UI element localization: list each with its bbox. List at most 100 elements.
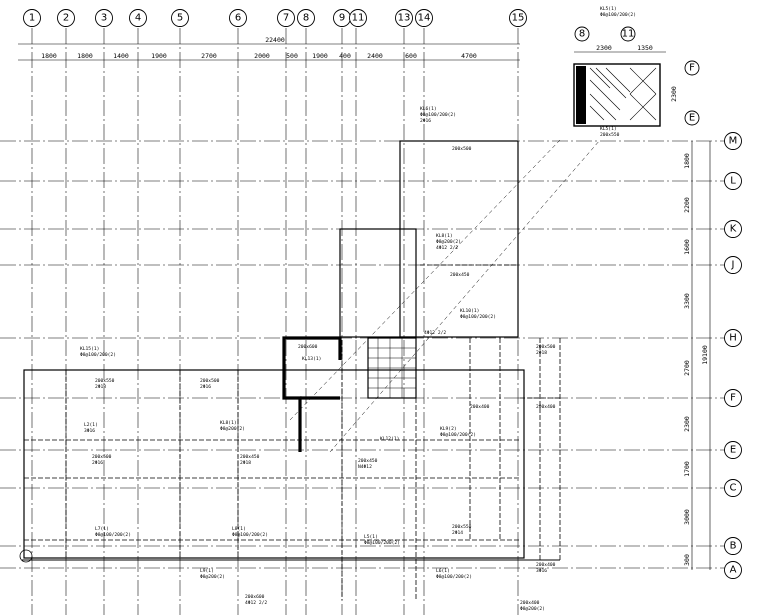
svg-text:1900: 1900	[312, 52, 328, 60]
svg-text:2400: 2400	[367, 52, 383, 60]
beam-label: KL13(1)	[302, 356, 321, 362]
svg-text:3: 3	[101, 13, 107, 24]
beam-label: 200x400	[536, 404, 556, 410]
beam-label: 2Φ16	[200, 384, 211, 390]
svg-text:1800: 1800	[41, 52, 57, 60]
beam-label: 200x400	[520, 600, 540, 606]
beam-label: Φ8@100/200(2)	[364, 540, 400, 546]
svg-text:2000: 2000	[254, 52, 270, 60]
beam-label: Φ8@200(2)	[436, 239, 461, 245]
svg-text:2300: 2300	[683, 416, 691, 432]
beam-label: 200x500	[536, 344, 556, 350]
svg-text:F: F	[730, 393, 736, 404]
svg-text:A: A	[730, 565, 737, 576]
svg-text:8: 8	[579, 29, 585, 40]
beam-label: Φ8@100/200(2)	[420, 112, 456, 118]
beam-label: Φ8@100/200(2)	[600, 12, 636, 18]
grid-lines	[0, 28, 726, 615]
beam-label: KL6(1)	[420, 106, 437, 112]
svg-text:L: L	[730, 176, 736, 187]
svg-text:13: 13	[398, 13, 411, 24]
svg-text:2300: 2300	[670, 86, 678, 102]
beam-label: 200x450	[240, 454, 260, 460]
beam-label: 200x600	[245, 594, 265, 600]
beam-label: 4Φ12 2/2	[436, 245, 458, 251]
svg-text:400: 400	[339, 52, 351, 60]
svg-text:14: 14	[418, 13, 431, 24]
beam-label: KL8(1)	[220, 420, 237, 426]
svg-text:1800: 1800	[683, 153, 691, 169]
beam-label: KL12(1)	[380, 436, 399, 442]
beam-label: KL5(1)	[600, 126, 617, 132]
beam-label: Φ8@100/200(2)	[232, 532, 268, 538]
beam-label: Φ8@200(2)	[200, 574, 225, 580]
svg-text:8: 8	[303, 13, 309, 24]
svg-text:1350: 1350	[637, 44, 653, 52]
svg-text:4: 4	[135, 13, 141, 24]
beam-label: L5(1)	[364, 534, 378, 540]
svg-text:2700: 2700	[683, 360, 691, 376]
svg-text:1900: 1900	[151, 52, 167, 60]
svg-text:1: 1	[29, 13, 35, 24]
axis-bubble-1: 1	[23, 9, 41, 27]
svg-text:7: 7	[283, 13, 289, 24]
beam-label: L6(1)	[436, 568, 450, 574]
beam-label: Φ8@100/200(2)	[436, 574, 472, 580]
beam-label: Φ8@100/200(2)	[460, 314, 496, 320]
svg-text:F: F	[689, 63, 695, 74]
axis-bubble-8: 8	[297, 9, 315, 27]
svg-text:500: 500	[286, 52, 298, 60]
beam-label: 200x450	[450, 272, 470, 278]
beam-label: KL5(1)	[600, 6, 617, 12]
svg-text:K: K	[730, 224, 737, 235]
axis-bubble-F: F	[724, 389, 742, 407]
beam-label: 2Φ18	[536, 350, 547, 356]
axis-bubble-B: B	[724, 537, 742, 555]
beam-label: 200x500	[452, 146, 472, 152]
column-axis-bubbles: 1 2 3 4 5 6 7 8 9 11 13 14 15	[23, 9, 527, 27]
svg-text:M: M	[729, 136, 738, 147]
beam-label: 200x500	[92, 454, 112, 460]
beam-annotations: KL6(1) Φ8@100/200(2) 2Φ16 200x500 200x45…	[80, 6, 636, 612]
beam-label: 2Φ14	[452, 530, 463, 536]
svg-text:1700: 1700	[683, 461, 691, 477]
beam-label: 2Φ16	[420, 118, 431, 124]
beam-label: Φ8@100/200(2)	[440, 432, 476, 438]
axis-bubble-K: K	[724, 220, 742, 238]
beam-label: KL15(1)	[80, 346, 99, 352]
inset-detail: 8 11 F E 2300 1350 2300	[573, 26, 700, 127]
beam-label: 3Φ16	[536, 568, 547, 574]
row-axis-bubbles: M L K J H F E C B A	[724, 132, 742, 579]
axis-bubble-9: 9	[333, 9, 351, 27]
beam-label: 200x600	[298, 344, 318, 350]
svg-text:E: E	[730, 445, 736, 456]
svg-text:J: J	[731, 260, 735, 271]
axis-bubble-6: 6	[229, 9, 247, 27]
svg-text:1600: 1600	[683, 239, 691, 255]
svg-text:6: 6	[235, 13, 241, 24]
beam-label: 200x450	[358, 458, 378, 464]
axis-bubble-E: E	[724, 441, 742, 459]
axis-bubble-M: M	[724, 132, 742, 150]
svg-text:H: H	[729, 333, 737, 344]
total-width-dim: 22400	[265, 36, 285, 44]
svg-text:C: C	[730, 483, 737, 494]
svg-text:4700: 4700	[461, 52, 477, 60]
svg-text:1800: 1800	[77, 52, 93, 60]
axis-bubble-A: A	[724, 561, 742, 579]
beam-label: L2(1)	[84, 422, 98, 428]
svg-text:15: 15	[512, 13, 525, 24]
beam-label: L7(1)	[95, 526, 109, 532]
axis-bubble-4: 4	[129, 9, 147, 27]
beam-label: 2Φ18	[240, 460, 251, 466]
inset-dimensions: 2300 1350 2300	[574, 44, 678, 102]
svg-text:11: 11	[622, 29, 635, 40]
beam-label: 3Φ16	[84, 428, 95, 434]
axis-bubble-14: 14	[415, 9, 433, 27]
beam-label: L8(1)	[232, 526, 246, 532]
beam-label: Φ8@200(2)	[520, 606, 545, 612]
beam-label: Φ8@100/200(2)	[80, 352, 116, 358]
beam-label: 200x550	[600, 132, 620, 138]
axis-bubble-2: 2	[57, 9, 75, 27]
